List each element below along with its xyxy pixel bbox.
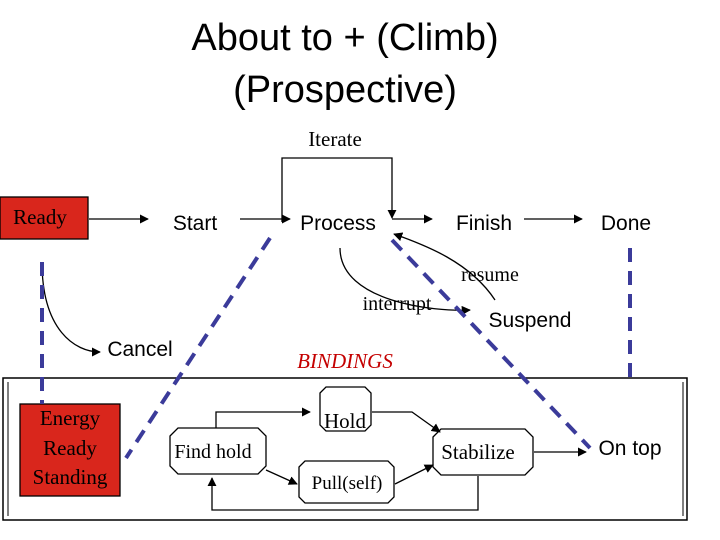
dash-start-findhold [124, 236, 272, 460]
iterate-loop-arrow [281, 157, 397, 222]
ready-state-box [0, 196, 89, 240]
start-state-label: Start [173, 212, 218, 235]
find-hold-to-hold-arrow [215, 407, 311, 428]
energy-line-2: Ready [43, 436, 97, 460]
hold-label: Hold [324, 409, 367, 433]
stabilize-return-arrow [207, 476, 479, 511]
resume-arrow [393, 232, 496, 301]
stabilize-label: Stabilize [441, 440, 514, 464]
title-line-1: About to + (Climb) [191, 17, 498, 59]
hold-octagon [319, 386, 372, 432]
find-hold-octagon [169, 427, 267, 475]
binding-dashes [40, 236, 632, 460]
hold-to-stabilize-arrow [372, 411, 441, 433]
bindings-frame [2, 377, 688, 521]
interrupt-arrow [339, 247, 471, 316]
cancel-state-label: Cancel [107, 338, 172, 361]
dash-process-ontop [390, 238, 592, 450]
energy-line-3: Standing [33, 465, 108, 489]
process-state-label: Process [300, 212, 376, 235]
bindings-heading: BINDINGS [297, 349, 393, 373]
done-state-label: Done [601, 212, 651, 235]
ready-to-cancel-arrow [41, 261, 101, 357]
find-hold-label: Find hold [174, 441, 251, 463]
interrupt-label: interrupt [363, 293, 432, 315]
finish-state-label: Finish [456, 212, 512, 235]
energy-line-1: Energy [40, 406, 101, 430]
resume-label: resume [461, 264, 519, 286]
pull-to-stabilize-arrow [394, 464, 434, 485]
ready-state-label: Ready [13, 205, 67, 229]
title-line-2: (Prospective) [233, 69, 457, 111]
suspend-state-label: Suspend [489, 309, 572, 332]
pull-self-label: Pull(self) [312, 473, 383, 494]
stabilize-octagon [432, 428, 534, 476]
iterate-label: Iterate [308, 127, 362, 151]
find-hold-to-pull-arrow [265, 469, 298, 485]
energy-state-box [19, 403, 121, 497]
on-top-label: On top [598, 437, 661, 460]
pull-self-octagon [298, 460, 395, 504]
